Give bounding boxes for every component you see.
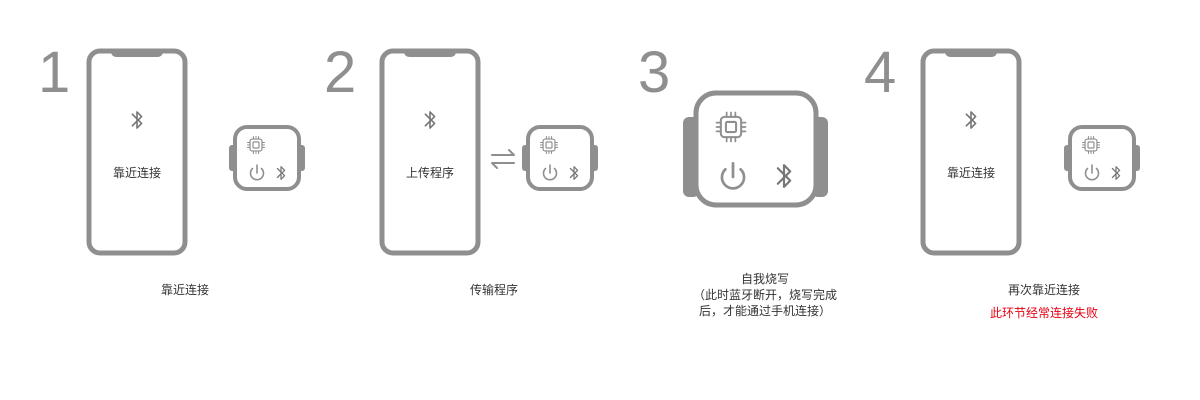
caption-step-4: 再次靠近连接 [1007, 283, 1080, 297]
caption-step-3-line-3: 后，才能通过手机连接） [698, 304, 831, 318]
caption-step-1: 靠近连接 [160, 283, 209, 297]
phone-step-1 [89, 51, 185, 253]
device-step-1 [229, 127, 305, 189]
transfer-arrows-icon [491, 149, 515, 169]
step-number-1: 1 [38, 40, 71, 105]
caption-step-2: 传输程序 [469, 283, 518, 297]
phone-2-screen-text: 上传程序 [405, 166, 454, 180]
device-step-2 [522, 127, 598, 189]
caption-step-3: 自我烧写 （此时蓝牙断开，烧写完成 后，才能通过手机连接） [660, 271, 870, 319]
phone-step-2 [382, 51, 478, 253]
phone-1-screen-text: 靠近连接 [112, 166, 161, 180]
caption-step-3-line-1: 自我烧写 [740, 272, 789, 286]
phone-4-screen-text: 靠近连接 [946, 166, 995, 180]
warning-step-4: 此环节经常连接失败 [989, 306, 1098, 320]
phone-step-4 [923, 51, 1019, 253]
step-number-3: 3 [638, 40, 671, 105]
caption-step-3-line-2: （此时蓝牙断开，烧写完成 [692, 288, 837, 302]
step-number-2: 2 [324, 40, 357, 105]
device-step-4 [1064, 127, 1140, 189]
device-step-3-large [683, 90, 828, 208]
step-number-4: 4 [864, 40, 897, 105]
